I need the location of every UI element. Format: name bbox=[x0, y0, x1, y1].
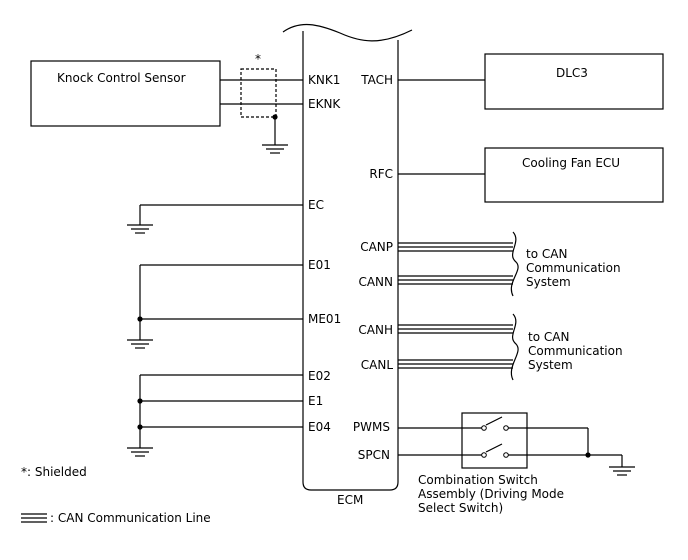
pin-canl: CANL bbox=[361, 358, 394, 372]
can-system-2-line3: System bbox=[528, 358, 573, 372]
can-system-1-line3: System bbox=[526, 275, 571, 289]
pin-me01: ME01 bbox=[308, 312, 341, 326]
pin-e01: E01 bbox=[308, 258, 331, 272]
combination-switch-box bbox=[461, 412, 528, 469]
pin-knk1: KNK1 bbox=[308, 73, 340, 87]
can-system-1-line2: Communication bbox=[526, 261, 621, 275]
shield-box bbox=[240, 68, 277, 118]
can-line-canp bbox=[398, 242, 513, 252]
can-break-1 bbox=[510, 231, 519, 297]
ecm-break-mark bbox=[282, 24, 413, 42]
can-system-1-line1: to CAN bbox=[526, 247, 567, 261]
pin-cann: CANN bbox=[358, 275, 393, 289]
knock-sensor-box bbox=[30, 60, 221, 127]
combination-switch-line2: Assembly (Driving Mode bbox=[418, 487, 564, 501]
can-system-2-line1: to CAN bbox=[528, 330, 569, 344]
can-break-2 bbox=[510, 313, 519, 381]
pin-eknk: EKNK bbox=[308, 97, 341, 111]
pin-e04: E04 bbox=[308, 420, 331, 434]
legend-can-line: : CAN Communication Line bbox=[50, 511, 211, 525]
legend-can-line-sample bbox=[21, 513, 47, 523]
cooling-fan-ecu-label: Cooling Fan ECU bbox=[522, 156, 620, 170]
ecm-label: ECM bbox=[337, 493, 363, 507]
shield-marker: * bbox=[255, 52, 261, 66]
knock-sensor-label: Knock Control Sensor bbox=[57, 71, 186, 85]
can-line-canh bbox=[398, 324, 513, 334]
pin-canp: CANP bbox=[360, 240, 393, 254]
pin-rfc: RFC bbox=[369, 167, 393, 181]
pin-tach: TACH bbox=[360, 73, 393, 87]
can-system-2-line2: Communication bbox=[528, 344, 623, 358]
pin-e1: E1 bbox=[308, 394, 323, 408]
can-line-cann bbox=[398, 275, 513, 285]
pin-canh: CANH bbox=[358, 323, 393, 337]
can-line-canl bbox=[398, 359, 513, 369]
pin-ec: EC bbox=[308, 198, 324, 212]
combination-switch-line1: Combination Switch bbox=[418, 473, 538, 487]
ecm-body bbox=[302, 31, 399, 491]
legend-shielded: *: Shielded bbox=[21, 465, 87, 479]
pin-pwms: PWMS bbox=[353, 420, 390, 434]
dlc3-label: DLC3 bbox=[556, 66, 588, 80]
dlc3-box bbox=[484, 53, 664, 110]
pin-e02: E02 bbox=[308, 369, 331, 383]
combination-switch-line3: Select Switch) bbox=[418, 501, 503, 515]
cooling-fan-ecu-box bbox=[484, 147, 664, 203]
pin-spcn: SPCN bbox=[358, 448, 390, 462]
